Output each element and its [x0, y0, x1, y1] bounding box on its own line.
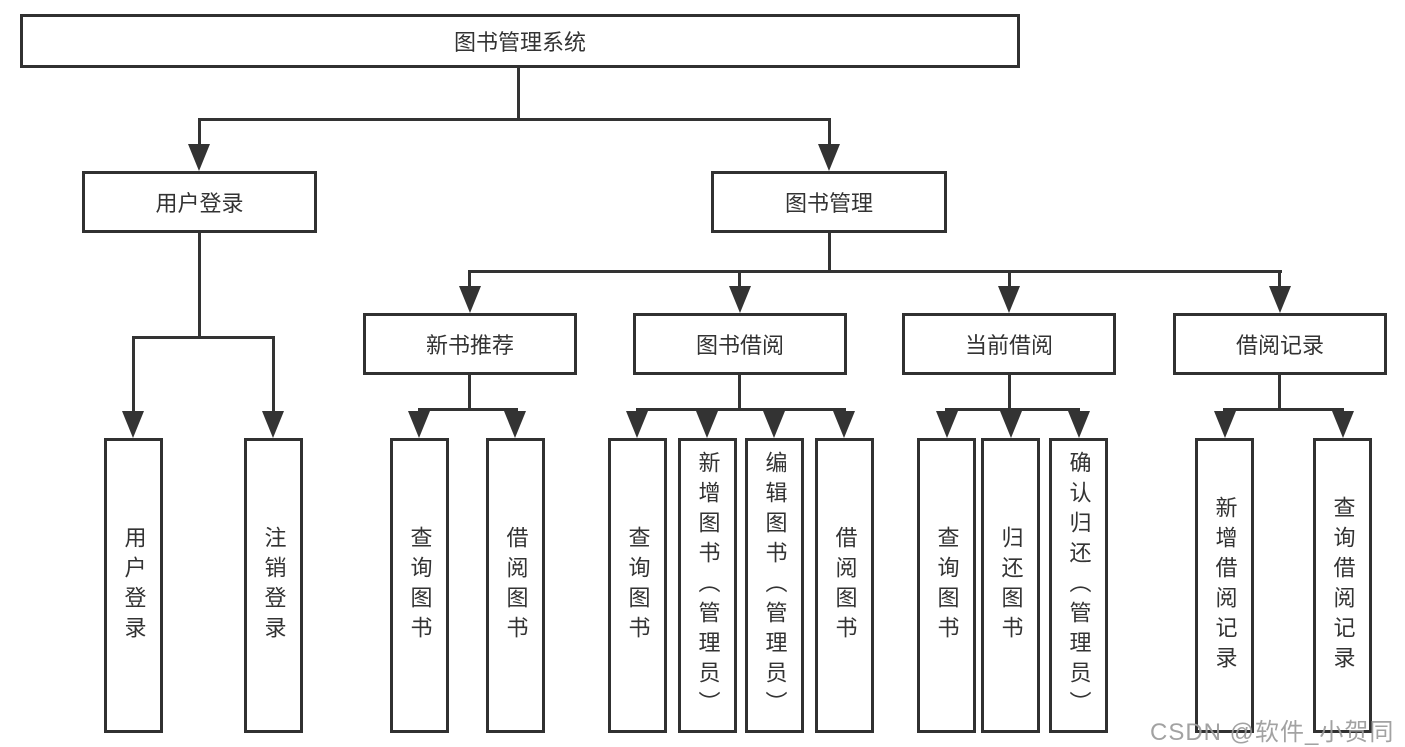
leaf-add-books-admin: 新增图书（管理员） — [678, 438, 737, 733]
node-current-borrow-label: 当前借阅 — [964, 333, 1053, 358]
arrowhead — [459, 286, 481, 313]
leaf-borrow-books-2: 借阅图书 — [815, 438, 874, 733]
arrowhead — [1332, 411, 1354, 438]
arrowhead — [998, 286, 1020, 313]
connector-line — [636, 408, 846, 411]
connector-line — [738, 375, 741, 408]
arrowhead — [122, 411, 144, 438]
arrowhead — [262, 411, 284, 438]
leaf-edit-books-admin: 编辑图书（管理员） — [745, 438, 804, 733]
node-book-borrow: 图书借阅 — [633, 313, 847, 375]
connector-line — [468, 270, 471, 289]
leaf-label: 查询图书 — [934, 525, 960, 646]
leaf-query-books-2: 查询图书 — [608, 438, 667, 733]
csdn-watermark: CSDN @软件_小贺同学 — [1150, 719, 1395, 746]
connector-line — [132, 336, 275, 339]
leaf-confirm-return-admin: 确认归还（管理员） — [1049, 438, 1108, 733]
leaf-user-login: 用户登录 — [104, 438, 163, 733]
arrowhead — [1269, 286, 1291, 313]
leaf-label: 用户登录 — [121, 525, 147, 646]
connector-line — [198, 233, 201, 336]
connector-line — [1223, 408, 1344, 411]
node-book-borrow-label: 图书借阅 — [695, 333, 784, 358]
leaf-label: 编辑图书（管理员） — [762, 450, 788, 721]
connector-line — [198, 118, 831, 121]
connector-line — [272, 336, 275, 413]
connector-line — [468, 270, 1282, 273]
connector-line — [828, 118, 831, 147]
leaf-query-books-3: 查询图书 — [917, 438, 976, 733]
leaf-label: 新增借阅记录 — [1212, 495, 1238, 676]
leaf-query-books-1: 查询图书 — [390, 438, 449, 733]
node-user-login-label: 用户登录 — [155, 191, 244, 216]
arrowhead — [818, 144, 840, 171]
arrowhead — [1000, 411, 1022, 438]
node-borrow-records-label: 借阅记录 — [1235, 333, 1324, 358]
connector-line — [198, 118, 201, 147]
leaf-label: 归还图书 — [998, 525, 1024, 646]
arrowhead — [626, 411, 648, 438]
connector-line — [132, 336, 135, 413]
arrowhead — [936, 411, 958, 438]
arrowhead — [833, 411, 855, 438]
node-user-login: 用户登录 — [82, 171, 317, 233]
connector-line — [1278, 375, 1281, 408]
leaf-add-borrow-record: 新增借阅记录 — [1195, 438, 1254, 733]
arrowhead — [1068, 411, 1090, 438]
leaf-return-books: 归还图书 — [981, 438, 1040, 733]
connector-line — [945, 408, 1080, 411]
node-root-label: 图书管理系统 — [453, 30, 586, 55]
leaf-logout: 注销登录 — [244, 438, 303, 733]
node-book-mgmt-label: 图书管理 — [784, 191, 873, 216]
leaf-query-borrow-record: 查询借阅记录 — [1313, 438, 1372, 733]
leaf-label: 确认归还（管理员） — [1066, 450, 1092, 721]
leaf-borrow-books-1: 借阅图书 — [486, 438, 545, 733]
connector-line — [418, 408, 518, 411]
leaf-label: 查询图书 — [625, 525, 651, 646]
connector-line — [738, 270, 741, 289]
arrowhead — [763, 411, 785, 438]
arrowhead — [504, 411, 526, 438]
node-current-borrow: 当前借阅 — [902, 313, 1116, 375]
leaf-label: 查询借阅记录 — [1330, 495, 1356, 676]
connector-line — [1008, 375, 1011, 408]
arrowhead — [408, 411, 430, 438]
arrowhead — [729, 286, 751, 313]
leaf-label: 查询图书 — [407, 525, 433, 646]
node-new-books-label: 新书推荐 — [425, 333, 514, 358]
node-book-mgmt: 图书管理 — [711, 171, 947, 233]
node-new-books: 新书推荐 — [363, 313, 577, 375]
leaf-label: 注销登录 — [261, 525, 287, 646]
node-borrow-records: 借阅记录 — [1173, 313, 1387, 375]
connector-line — [828, 233, 831, 270]
connector-line — [1008, 270, 1011, 289]
node-root: 图书管理系统 — [20, 14, 1020, 68]
connector-line — [1278, 270, 1281, 289]
leaf-label: 借阅图书 — [832, 525, 858, 646]
leaf-label: 新增图书（管理员） — [695, 450, 721, 721]
leaf-label: 借阅图书 — [503, 525, 529, 646]
connector-line — [468, 375, 471, 408]
connector-line — [517, 68, 520, 118]
arrowhead — [188, 144, 210, 171]
arrowhead — [1214, 411, 1236, 438]
arrowhead — [696, 411, 718, 438]
